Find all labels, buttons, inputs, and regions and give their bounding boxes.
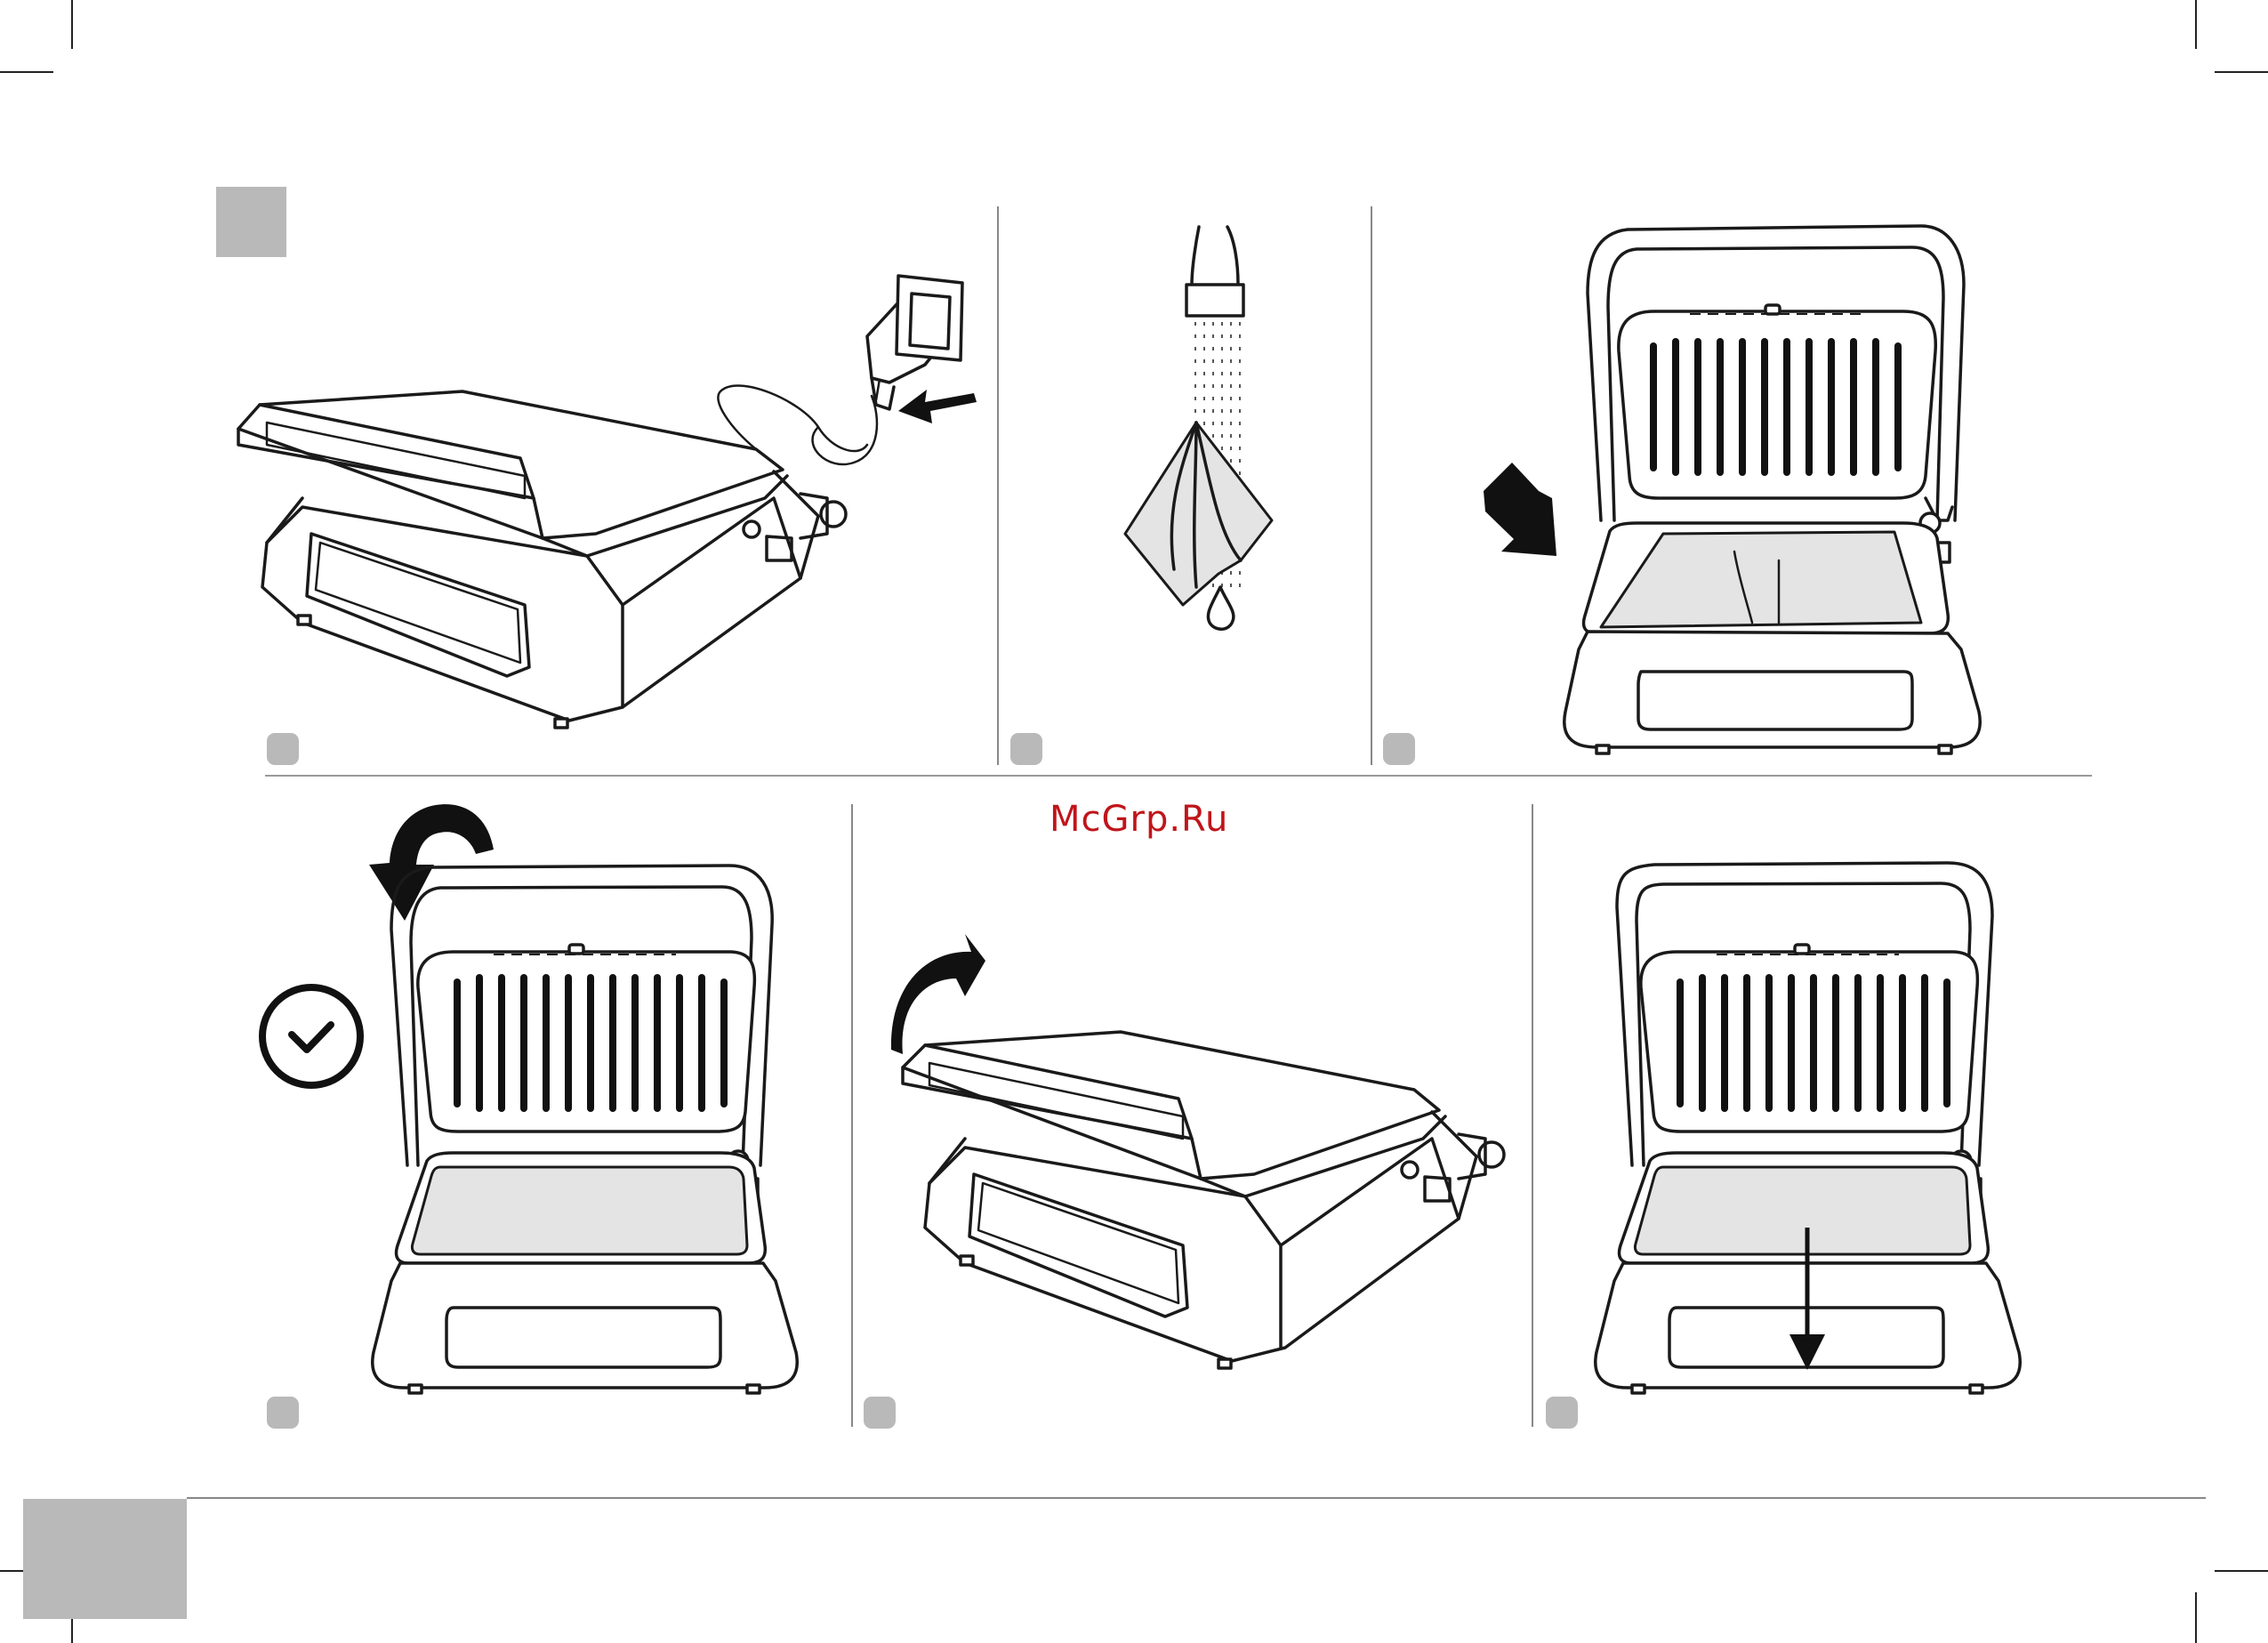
panel-divider: [1371, 206, 1372, 765]
panel-divider: [1532, 804, 1533, 1427]
rotate-arrow-icon: [369, 804, 494, 921]
crop-mark: [2195, 1592, 2197, 1643]
damp-cloth-icon: [1125, 423, 1272, 605]
section-tab: [216, 187, 286, 257]
step-badge: [1010, 733, 1042, 765]
crop-mark: [2215, 71, 2268, 73]
step-badge: [267, 1397, 299, 1429]
crop-mark: [71, 0, 73, 49]
footer-rule: [187, 1497, 2206, 1499]
pull-arrow-icon: [898, 390, 977, 423]
insert-arrow-icon: [1484, 463, 1556, 556]
faucet-icon: [1192, 227, 1199, 285]
panel-divider: [997, 206, 999, 765]
step-badge: [1546, 1397, 1578, 1429]
watermark: McGrp.Ru: [1050, 799, 1228, 840]
crop-mark: [0, 71, 53, 73]
water-drop-icon: [1208, 587, 1234, 629]
step-badge: [864, 1397, 896, 1429]
row-divider: [265, 775, 2092, 777]
down-arrow-icon: [1789, 1334, 1825, 1370]
rotate-arrow-icon: [891, 934, 985, 1054]
step-badge: [267, 733, 299, 765]
page-number-tab: [23, 1499, 187, 1619]
crop-mark: [2195, 0, 2197, 49]
panel-divider: [851, 804, 853, 1427]
checkmark-icon: [262, 987, 360, 1085]
crop-mark: [2215, 1570, 2268, 1572]
step-badge: [1383, 733, 1415, 765]
